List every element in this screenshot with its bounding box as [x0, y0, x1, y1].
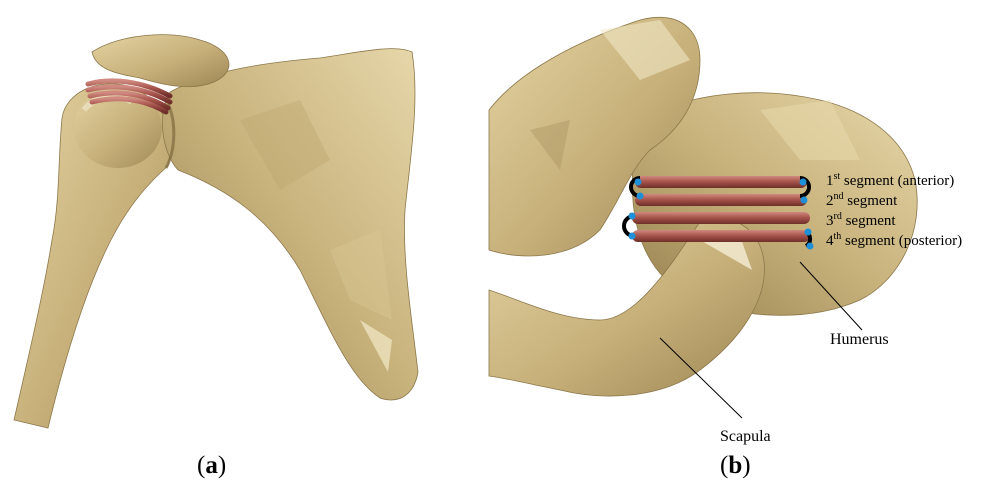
- muscle-segment-1: [635, 176, 807, 188]
- panel-a-illustration: [14, 35, 418, 428]
- muscle-segment-3: [632, 212, 810, 224]
- muscle-segment-4: [632, 230, 810, 242]
- humerus-label: Humerus: [830, 331, 889, 349]
- segment-label-1: 1st segment (anterior): [826, 172, 954, 190]
- segment-label-2: 2nd segment: [826, 192, 897, 210]
- panel-label-b: (b): [720, 452, 751, 480]
- muscle-segment-2: [635, 194, 807, 206]
- scapula-label: Scapula: [720, 428, 771, 446]
- segment-label-3: 3rd segment: [826, 212, 896, 230]
- segment-label-4: 4th segment (posterior): [826, 232, 962, 250]
- panel-label-a: (a): [197, 452, 226, 480]
